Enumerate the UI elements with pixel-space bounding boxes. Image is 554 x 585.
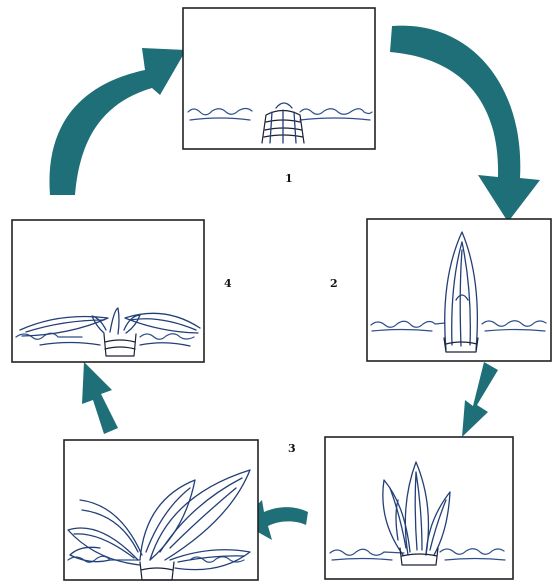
step-label-3: 3 xyxy=(288,442,296,455)
arrow-1-to-2 xyxy=(390,26,540,222)
arrow-2-to-bottom-right xyxy=(462,362,498,437)
stage-panel-bottom-right xyxy=(325,437,513,579)
stage-panel-4 xyxy=(12,220,204,362)
arrow-3-to-4 xyxy=(82,362,118,434)
arrow-4-to-1 xyxy=(49,48,186,195)
step-label-1: 1 xyxy=(285,172,293,185)
step-label-2: 2 xyxy=(330,277,338,290)
stage-panel-1 xyxy=(183,8,375,149)
stage-panel-2 xyxy=(367,219,551,361)
step-label-4: 4 xyxy=(224,277,232,290)
stage-panel-3 xyxy=(64,440,258,580)
panel-bottom-right-frame xyxy=(325,437,513,579)
